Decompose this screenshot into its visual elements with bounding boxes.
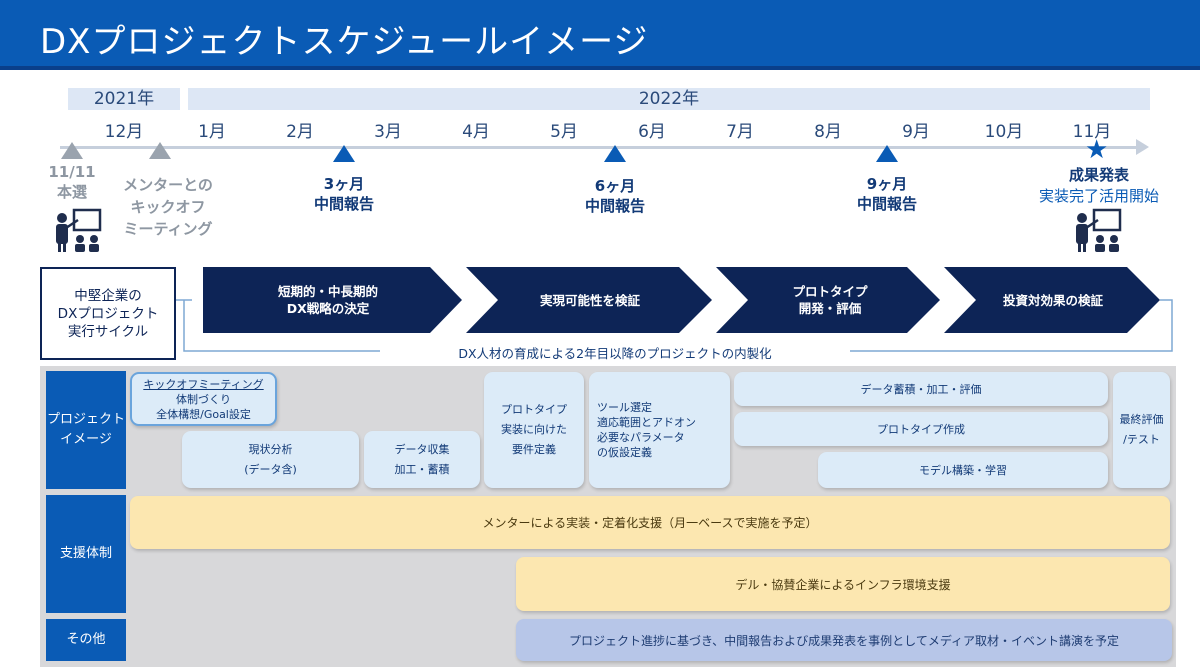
month-dec: 12月 [104, 122, 144, 142]
milestone-label: キックオフ [130, 198, 206, 216]
execution-cycle-box: 中堅企業の DXプロジェクト 実行サイクル [40, 267, 176, 360]
month-aug: 8月 [814, 122, 842, 142]
phase-roi: 投資対効果の検証 [968, 267, 1138, 333]
task-label: 適応範囲とアドオン [597, 416, 696, 429]
month-jul: 7月 [726, 122, 754, 142]
task-label: /テスト [1123, 433, 1160, 446]
milestone-label: ミーティング [123, 220, 213, 238]
star-icon: ★ [1085, 135, 1109, 165]
task-label: 現状分析 [248, 442, 293, 456]
presenter-icon [56, 208, 102, 252]
month-sep: 9月 [902, 122, 930, 142]
milestone-3-month: 3ヶ月 中間報告 [294, 174, 394, 214]
month-oct: 10月 [984, 122, 1024, 142]
cycle-box-label: 中堅企業の [74, 288, 142, 304]
timeline-axis [60, 146, 1138, 149]
milestone-date: 11/11 [48, 163, 96, 181]
milestone-label: 中間報告 [584, 197, 645, 215]
task-label: 最終評価 [1119, 413, 1164, 426]
milestone-final: 成果発表 実装完了活用開始 [1024, 165, 1174, 207]
milestone-label: 6ヶ月 [594, 177, 636, 195]
month-jan: 1月 [198, 122, 226, 142]
phase-label: 開発・評価 [798, 301, 862, 316]
task-final-evaluation: 最終評価 /テスト [1113, 372, 1170, 488]
row-label-text: イメージ [60, 432, 112, 447]
phase-label: 短期的・中長期的 [277, 284, 378, 299]
year-2021: 2021年 [68, 88, 180, 110]
row-label-project: プロジェクト イメージ [46, 371, 126, 489]
month-may: 5月 [550, 122, 578, 142]
month-jun: 6月 [638, 122, 666, 142]
timeline-arrow-icon [1136, 139, 1149, 155]
task-data-collection: データ収集 加工・蓄積 [364, 431, 480, 488]
header-underline [0, 66, 1200, 70]
milestone-9-month: 9ヶ月 中間報告 [837, 174, 937, 214]
task-label: 必要なパラメータ [597, 431, 685, 444]
month-mar: 3月 [374, 122, 402, 142]
task-data-evaluation: データ蓄積・加工・評価 [734, 372, 1108, 406]
cycle-box-label: DXプロジェクト [57, 306, 159, 322]
mentor-support-bar: メンターによる実装・定着化支援（月一ベースで実施を予定） [130, 496, 1170, 549]
task-label: (データ含) [244, 462, 297, 476]
phase-chevron-2 [466, 267, 712, 333]
milestone-label: 3ヶ月 [323, 175, 365, 193]
milestone-6-month: 6ヶ月 中間報告 [565, 176, 665, 216]
infra-support-bar: デル・協賛企業によるインフラ環境支援 [516, 557, 1170, 611]
month-nov: 11月 [1072, 122, 1112, 142]
milestone-label: 9ヶ月 [866, 175, 908, 193]
phase-feasibility: 実現可能性を検証 [490, 267, 690, 333]
phase-label: 投資対効果の検証 [1002, 292, 1103, 308]
milestone-label: メンターとの [123, 176, 213, 194]
phase-label: DX戦略の決定 [286, 301, 370, 316]
milestone-label: 中間報告 [856, 195, 917, 213]
milestone-triangle-icon [149, 142, 171, 159]
milestone-kickoff: メンターとの キックオフ ミーティング [108, 174, 228, 240]
task-label: キックオフミーティング [143, 377, 264, 391]
milestone-triangle-icon [61, 142, 83, 159]
task-prototype-creation: プロトタイプ作成 [734, 412, 1108, 446]
task-analysis: 現状分析 (データ含) [182, 431, 359, 488]
phase-prototype: プロトタイプ 開発・評価 [740, 267, 920, 333]
presenter-icon [1076, 208, 1122, 252]
phase-strategy: 短期的・中長期的 DX戦略の決定 [208, 267, 448, 333]
loop-caption: DX人材の育成による2年目以降のプロジェクトの内製化 [380, 343, 850, 362]
task-label: 実装に向けた [501, 423, 567, 436]
row-label-other: その他 [46, 619, 126, 661]
year-2022: 2022年 [188, 88, 1150, 110]
phase-label: 実現可能性を検証 [539, 292, 640, 308]
row-label-support: 支援体制 [46, 495, 126, 613]
task-label: ツール選定 [597, 401, 652, 414]
task-model-building: モデル構築・学習 [818, 452, 1108, 488]
milestone-label: 中間報告 [313, 195, 374, 213]
media-plan-bar: プロジェクト進捗に基づき、中間報告および成果発表を事例としてメディア取材・イベン… [516, 619, 1172, 661]
milestone-triangle-icon [333, 145, 355, 162]
page-title: DXプロジェクトスケジュールイメージ [40, 22, 649, 62]
phase-chevron-4 [944, 267, 1160, 333]
milestone-label: 成果発表 [1068, 166, 1129, 184]
task-label: 要件定義 [512, 443, 556, 456]
milestone-sublabel: 実装完了活用開始 [1038, 187, 1159, 205]
task-label: 体制づくり [176, 392, 231, 406]
milestone-label: 本選 [56, 183, 87, 201]
milestone-selection: 11/11 本選 [36, 162, 108, 202]
task-kickoff: キックオフミーティング 体制づくり 全体構想/Goal設定 [130, 372, 277, 426]
phase-chevron-1 [203, 267, 462, 333]
milestone-triangle-icon [876, 145, 898, 162]
row-label-text: プロジェクト [46, 412, 125, 427]
task-label: 全体構想/Goal設定 [156, 407, 251, 421]
month-feb: 2月 [286, 122, 314, 142]
task-label: データ収集 [394, 442, 450, 456]
phase-chevron-3 [716, 267, 940, 333]
month-apr: 4月 [462, 122, 490, 142]
phase-label: プロトタイプ [792, 284, 868, 299]
task-tool-selection: ツール選定 適応範囲とアドオン 必要なパラメータ の仮設定義 [589, 372, 730, 488]
milestone-triangle-icon [604, 145, 626, 162]
task-prototype-requirements: プロトタイプ 実装に向けた 要件定義 [484, 372, 584, 488]
header-bar: DXプロジェクトスケジュールイメージ [0, 0, 1200, 70]
task-label: 加工・蓄積 [394, 462, 450, 476]
phase-chevrons [203, 267, 1160, 333]
task-label: プロトタイプ [501, 403, 567, 416]
cycle-box-label: 実行サイクル [67, 324, 149, 340]
task-label: の仮設定義 [597, 446, 652, 459]
